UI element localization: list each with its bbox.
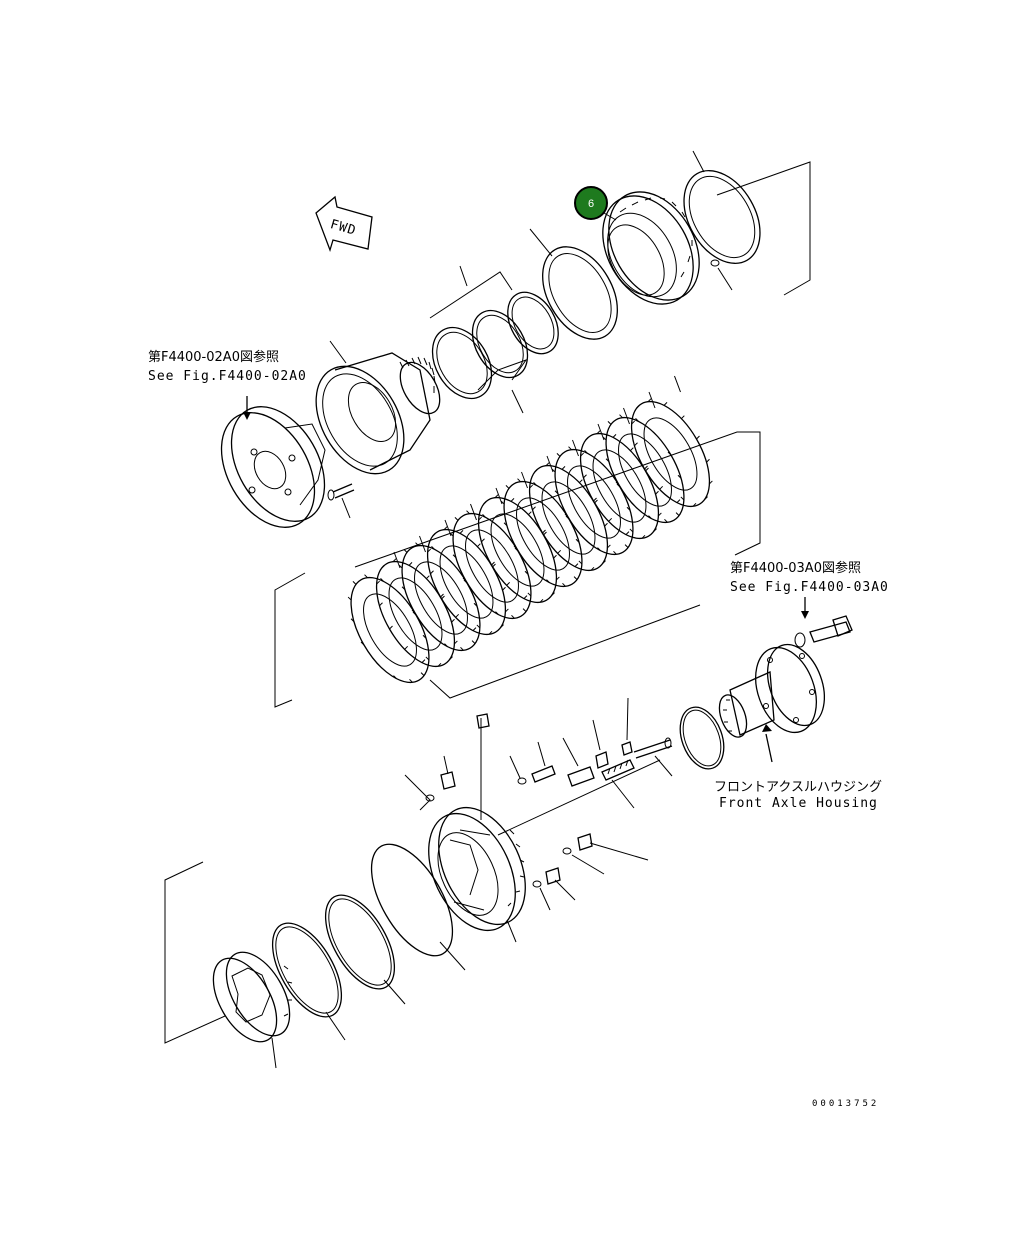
fwd-arrow: FWD <box>315 195 373 253</box>
clutch-plate-stack <box>274 375 761 708</box>
drawing-number: 00013752 <box>812 1099 879 1109</box>
reference-jp: 第F4400-02A0図参照 <box>148 349 279 365</box>
housing-label-en: Front Axle Housing <box>719 796 878 811</box>
leader-line <box>623 407 630 425</box>
callout-number: 6 <box>588 198 594 210</box>
reference-note-1: 第F4400-02A0図参照 See Fig.F4400-02A0 <box>148 349 307 384</box>
housing-label-jp: フロントアクスルハウジング <box>714 780 882 795</box>
fwd-label: FWD <box>328 217 358 239</box>
leader-line <box>470 503 477 521</box>
leader-line <box>419 535 426 553</box>
clutch-plate <box>630 398 713 508</box>
reference-jp: 第F4400-03A0図参照 <box>730 560 861 576</box>
top-assembly <box>220 150 811 528</box>
bolt <box>327 483 355 501</box>
reference-en: See Fig.F4400-02A0 <box>148 369 307 384</box>
leader-line <box>674 375 681 393</box>
piston-assembly <box>164 806 526 1069</box>
leader-line <box>572 439 579 457</box>
bolt <box>794 615 853 648</box>
callout-6[interactable]: 6 <box>574 186 617 221</box>
clutch-plate <box>602 414 685 524</box>
reference-en: See Fig.F4400-03A0 <box>730 580 889 595</box>
leader-line <box>521 471 528 489</box>
reference-note-2: 第F4400-03A0図参照 See Fig.F4400-03A0 <box>730 560 889 619</box>
leader-line <box>648 391 656 409</box>
small-parts <box>404 697 673 911</box>
front-axle-housing: フロントアクスルハウジング Front Axle Housing <box>679 615 882 811</box>
